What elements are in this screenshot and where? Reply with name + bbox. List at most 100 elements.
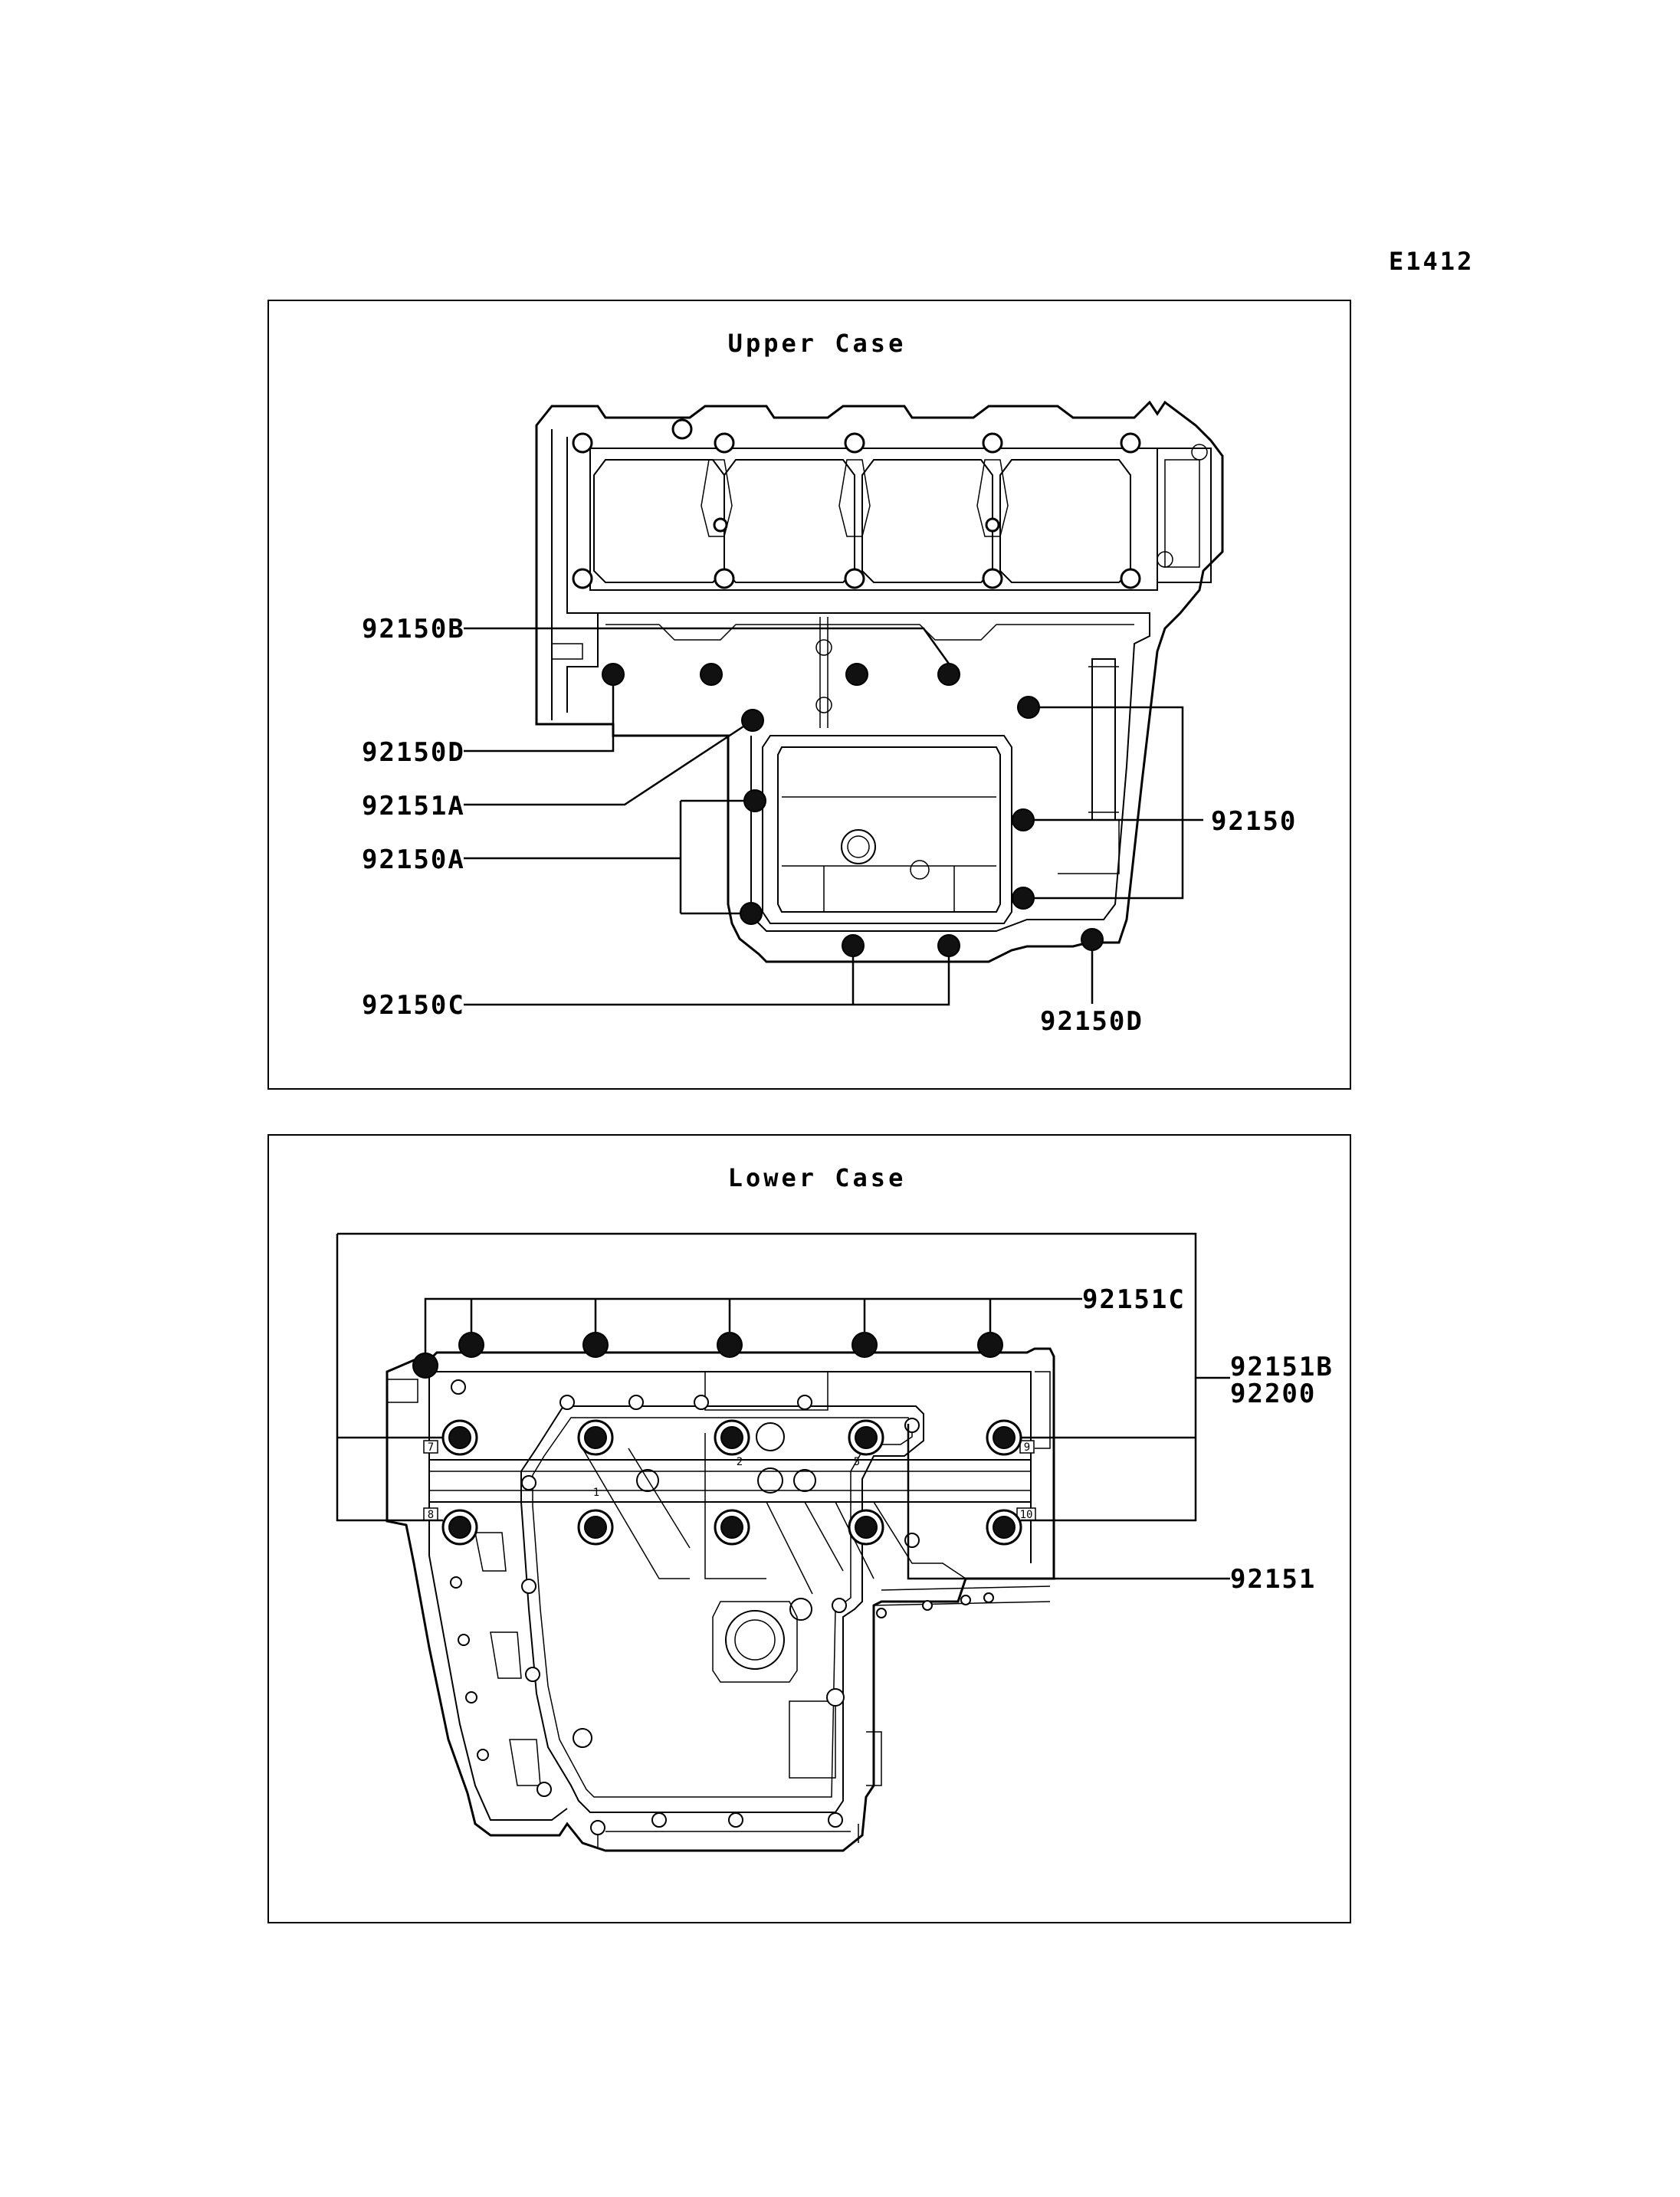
leader-92150C: [464, 956, 950, 1006]
label-92151B: 92151B: [1230, 1352, 1334, 1382]
cylinder-2: [724, 459, 855, 583]
lower-perimeter-bolts: [450, 1379, 994, 1835]
bolt-92151C: [582, 1332, 609, 1358]
leader-92150A: [464, 799, 744, 915]
bolt-92150D-a: [602, 663, 625, 686]
lower-case-frame: [267, 1134, 1351, 1923]
bolt-92150A-a: [743, 789, 766, 812]
bolt-92151B: [448, 1426, 471, 1449]
perimeter-bolt: [876, 1608, 887, 1618]
gasket-groove-inner: [532, 1417, 913, 1798]
perimeter-bolt: [458, 1634, 470, 1646]
bolt-number: 2: [737, 1456, 743, 1468]
bolt-92151B: [993, 1426, 1016, 1449]
perimeter-bolt: [832, 1598, 847, 1613]
bolt-92150-b: [1012, 808, 1035, 831]
perimeter-bolt: [477, 1749, 489, 1761]
upper-leader-lines: [464, 627, 1203, 1006]
lower-case-outline: [386, 1347, 1055, 1852]
bolt-number: 8: [428, 1509, 434, 1521]
strainer-1: [756, 1422, 785, 1451]
bolt-92151C: [851, 1332, 878, 1358]
upper-case-title: Upper Case: [728, 329, 907, 358]
stud-lower: [572, 568, 593, 589]
bolt-92151: [584, 1516, 607, 1539]
stud-upper: [572, 432, 593, 454]
label-92151A: 92151A: [362, 791, 465, 821]
stud-small: [985, 517, 1000, 533]
bolt-92150-a: [1017, 696, 1040, 719]
leader-92151C-ticks: [470, 1299, 992, 1333]
perimeter-bolt: [922, 1600, 933, 1611]
leader-92151C: [424, 1297, 1082, 1353]
web-3: [976, 459, 1009, 537]
oil-pan-outline: [762, 735, 1012, 924]
leader-92151B-left: [336, 1234, 443, 1522]
cylinder-deck: [589, 448, 1158, 591]
right-boss: [1191, 444, 1208, 461]
perimeter-bolt: [651, 1812, 667, 1828]
boss-left: [573, 1728, 592, 1748]
pipe-ring-1: [815, 639, 832, 656]
bolt-92151B: [448, 1516, 471, 1539]
pipe-ring-2: [815, 697, 832, 713]
journal-bar: [429, 1459, 1031, 1503]
bolt-92151B: [993, 1516, 1016, 1539]
strainer-3: [793, 1469, 816, 1492]
bolt-92151C: [717, 1332, 743, 1358]
rib-line: [605, 624, 1134, 641]
left-flange: [536, 425, 599, 724]
left-pockets: [474, 1532, 541, 1786]
perimeter-bolt: [828, 1812, 843, 1828]
leader-92151: [907, 1424, 1230, 1580]
lower-case-panel: Lower Case: [267, 1134, 1351, 1923]
perimeter-bolt: [525, 1667, 540, 1682]
bolt-92151: [720, 1516, 743, 1539]
filter-housing: [712, 1601, 798, 1683]
label-92151: 92151: [1230, 1564, 1316, 1595]
bolt-92151A: [741, 709, 764, 732]
upper-case-outline: [535, 400, 1224, 963]
perimeter-bolt: [826, 1688, 845, 1707]
leader-92151B-top: [337, 1232, 1230, 1379]
perimeter-bolt: [728, 1812, 743, 1828]
bolt-number: 7: [428, 1441, 434, 1454]
label-92150B: 92150B: [362, 614, 465, 644]
bolt-number-box: [1019, 1440, 1035, 1454]
cylinder-4: [999, 459, 1131, 583]
right-boss-2: [1157, 551, 1173, 568]
bolt-92150B-a: [845, 663, 868, 686]
bolt-number: 5: [854, 1456, 860, 1468]
right-window: [1164, 459, 1200, 568]
lower-crankcase-drawing: 7 8 9 10 1 2 3 4 5 6: [386, 1347, 1055, 1852]
stud-lower: [714, 568, 735, 589]
stud-upper: [1120, 432, 1141, 454]
bolt-92151C: [977, 1332, 1003, 1358]
lower-inner-outline: [428, 1371, 1032, 1821]
boss-right: [789, 1598, 812, 1621]
perimeter-bolt: [960, 1595, 971, 1605]
stud-upper: [671, 418, 693, 440]
bolt-92151C: [458, 1332, 484, 1358]
bolt-92150D-b: [700, 663, 723, 686]
tunnel: [1058, 819, 1120, 874]
stud-upper: [844, 432, 865, 454]
upper-case-frame: [267, 300, 1351, 1090]
label-92150: 92150: [1211, 806, 1297, 837]
label-92150A: 92150A: [362, 844, 465, 875]
upper-case-bolts: [602, 663, 1104, 957]
oil-filler: [841, 829, 876, 864]
bolt-92150A-b: [740, 902, 763, 925]
stud-upper: [982, 432, 1003, 454]
leader-92150D-left: [464, 685, 615, 753]
center-tab: [704, 1372, 829, 1411]
internal-ribs: [582, 1433, 966, 1595]
perimeter-bolt: [983, 1592, 994, 1603]
gasket-groove-outer: [520, 1405, 924, 1813]
label-92200: 92200: [1230, 1379, 1316, 1409]
left-boss: [552, 643, 583, 660]
bolt-92150C-b: [937, 934, 960, 957]
cylinder-1: [593, 459, 725, 583]
label-92150D-bottom: 92150D: [1040, 1006, 1144, 1037]
